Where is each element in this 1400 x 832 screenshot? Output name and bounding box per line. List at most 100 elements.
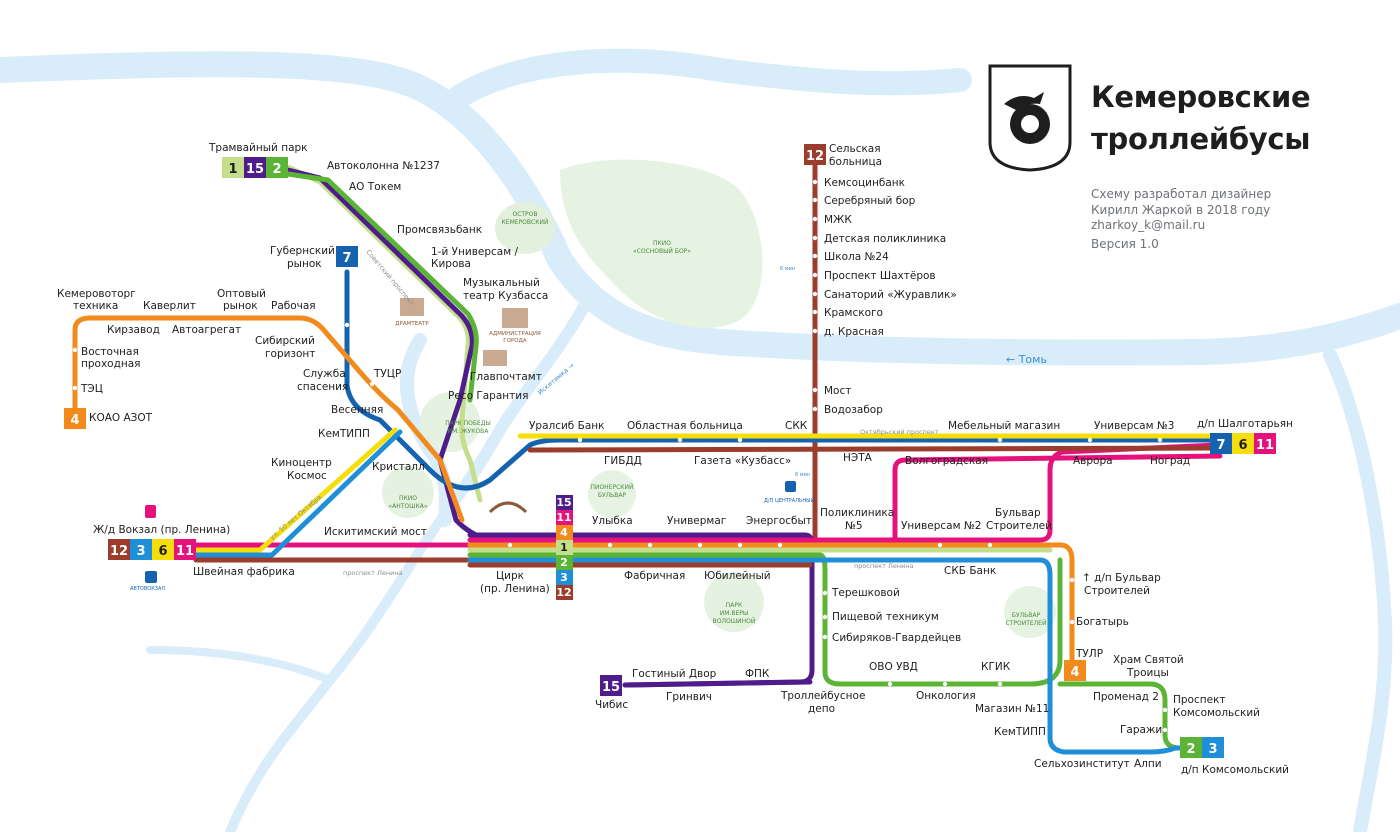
svg-text:11: 11	[176, 544, 194, 559]
svg-text:Волгоградская: Волгоградская	[905, 455, 988, 467]
svg-text:6: 6	[158, 544, 167, 559]
terminal-tramvainy-park[interactable]: 1 15 2	[222, 157, 288, 178]
river-tom	[0, 51, 1400, 366]
svg-text:Бульвар: Бульвар	[995, 507, 1041, 519]
route-7	[344, 269, 1223, 491]
svg-text:СТРОИТЕЛЕЙ: СТРОИТЕЛЕЙ	[1006, 620, 1047, 627]
svg-text:АВТОВОКЗАЛ: АВТОВОКЗАЛ	[130, 586, 165, 592]
svg-text:Главпочтамт: Главпочтамт	[470, 371, 542, 383]
svg-text:ТУЛР: ТУЛР	[1075, 648, 1103, 660]
credit-line: Схему разработал дизайнер	[1091, 187, 1272, 201]
svg-text:горизонт: горизонт	[265, 348, 315, 360]
svg-text:«АНТОШКА»: «АНТОШКА»	[388, 503, 427, 510]
svg-text:Гаражи: Гаражи	[1120, 724, 1162, 736]
central-route-stack: 15 11 4 1 2 3 12	[556, 495, 573, 600]
svg-text:Терешковой: Терешковой	[831, 587, 900, 599]
svg-text:ВОЛОШИНОЙ: ВОЛОШИНОЙ	[713, 618, 756, 625]
svg-text:КемТИПП: КемТИПП	[318, 428, 370, 440]
svg-text:Аврора: Аврора	[1073, 455, 1113, 467]
lbl-aotokem: АО Токем	[349, 181, 401, 193]
train-icon	[145, 505, 156, 518]
svg-text:проходная: проходная	[81, 358, 140, 370]
credits: Схему разработал дизайнер Кирилл Жаркой …	[1091, 187, 1271, 252]
svg-text:проспект Ленина: проспект Ленина	[343, 569, 403, 577]
svg-text:Оптовый: Оптовый	[217, 288, 266, 300]
svg-text:Сельская: Сельская	[829, 143, 881, 155]
svg-text:Космос: Космос	[287, 470, 327, 482]
terminal-vokzal[interactable]: 12 3 6 11	[108, 539, 196, 560]
svg-text:д. Красная: д. Красная	[824, 326, 884, 338]
svg-text:Киноцентр: Киноцентр	[271, 457, 332, 469]
svg-text:АДМИНИСТРАЦИЯ: АДМИНИСТРАЦИЯ	[489, 331, 541, 337]
svg-text:депо: депо	[808, 703, 835, 715]
svg-text:Храм Святой: Храм Святой	[1113, 654, 1184, 666]
svg-text:Мост: Мост	[824, 385, 851, 397]
svg-text:ИМ.ВЕРЫ: ИМ.ВЕРЫ	[720, 610, 748, 617]
svg-text:Областная больница: Областная больница	[627, 420, 743, 432]
svg-text:Кирова: Кирова	[431, 258, 471, 270]
svg-text:Троллейбусное: Троллейбусное	[780, 690, 865, 702]
svg-text:7: 7	[342, 251, 351, 266]
svg-text:Школа №24: Школа №24	[824, 251, 889, 263]
svg-text:Ресо Гарантия: Ресо Гарантия	[448, 390, 528, 402]
svg-text:Кирзавод: Кирзавод	[107, 324, 160, 336]
terminal-azot[interactable]: 4	[64, 408, 86, 429]
lbl-promsvyaz: Промсвязьбанк	[397, 224, 482, 236]
svg-text:↑ д/п Бульвар: ↑ д/п Бульвар	[1082, 572, 1161, 584]
route-11-loop	[892, 453, 1223, 543]
terminal-gubernsky[interactable]: 7	[336, 246, 358, 267]
route-2-north	[285, 171, 479, 403]
terminal-tulr[interactable]: 4	[1064, 660, 1086, 681]
svg-text:БУЛЬВАР: БУЛЬВАР	[598, 492, 627, 499]
terminal-chibis[interactable]: 15	[600, 675, 622, 696]
svg-text:Сибирский: Сибирский	[255, 335, 315, 347]
rivers	[0, 48, 1400, 832]
bus-icon	[145, 571, 157, 583]
terminal-shalgotaryan[interactable]: 7 6 11	[1210, 433, 1276, 454]
svg-text:ФПК: ФПК	[745, 668, 770, 680]
svg-text:2: 2	[272, 162, 281, 177]
svg-text:техника: техника	[73, 300, 118, 312]
svg-text:15: 15	[246, 162, 264, 177]
svg-text:«СОСНОВЫЙ БОР»: «СОСНОВЫЙ БОР»	[633, 248, 691, 255]
svg-text:СКК: СКК	[785, 420, 808, 432]
svg-text:Мебельный магазин: Мебельный магазин	[948, 420, 1060, 432]
svg-text:Цирк: Цирк	[496, 570, 524, 582]
version: Версия 1.0	[1091, 236, 1159, 251]
svg-text:Фабричная: Фабричная	[624, 570, 685, 582]
svg-text:ПКИО: ПКИО	[653, 240, 671, 247]
svg-text:1-й Универсам /: 1-й Универсам /	[431, 246, 518, 258]
river-lower-b	[146, 646, 334, 684]
station-ticks	[72, 179, 1168, 733]
svg-text:12: 12	[556, 586, 571, 599]
lbl-tramvainy-park: Трамвайный парк	[208, 142, 308, 154]
route-11-center	[467, 441, 1243, 543]
svg-text:театр Кузбасса: театр Кузбасса	[463, 290, 548, 302]
svg-text:спасения: спасения	[297, 381, 348, 393]
svg-text:БУЛЬВАР: БУЛЬВАР	[1012, 612, 1041, 619]
terminal-komsomolsky[interactable]: 2 3	[1180, 737, 1224, 758]
svg-text:ОВО УВД: ОВО УВД	[869, 661, 918, 673]
svg-text:Проспект: Проспект	[1173, 694, 1226, 706]
svg-text:Променад 2: Променад 2	[1093, 691, 1159, 703]
transport-icons	[145, 481, 796, 583]
svg-text:Уралсиб Банк: Уралсиб Банк	[529, 420, 604, 432]
svg-text:Крамского: Крамского	[824, 307, 883, 319]
terminal-badges[interactable]: 1 15 2 12 4 12 3 6 11 7 6 11 7 15 2 3 4 …	[64, 144, 1276, 758]
svg-text:д/п Шалготарьян: д/п Шалготарьян	[1197, 418, 1293, 430]
terminal-selskaya[interactable]: 12	[804, 144, 826, 165]
page-title: Кемеровские троллейбусы	[1091, 80, 1311, 156]
labels: Трамвайный парк Автоколонна №1237 АО Ток…	[57, 142, 1293, 776]
svg-text:Алпи: Алпи	[1134, 758, 1162, 770]
svg-text:КОАО АЗОТ: КОАО АЗОТ	[89, 412, 153, 424]
route-12-center	[467, 445, 1223, 568]
svg-text:2: 2	[560, 556, 568, 569]
svg-text:Строителей: Строителей	[1084, 585, 1150, 597]
svg-text:Универсам №2: Универсам №2	[901, 520, 981, 532]
lbl-avtokolonna: Автоколонна №1237	[327, 160, 440, 172]
svg-text:2: 2	[1186, 742, 1195, 757]
svg-text:Комсомольский: Комсомольский	[1173, 707, 1260, 719]
svg-text:Гостиный Двор: Гостиный Двор	[632, 668, 717, 680]
